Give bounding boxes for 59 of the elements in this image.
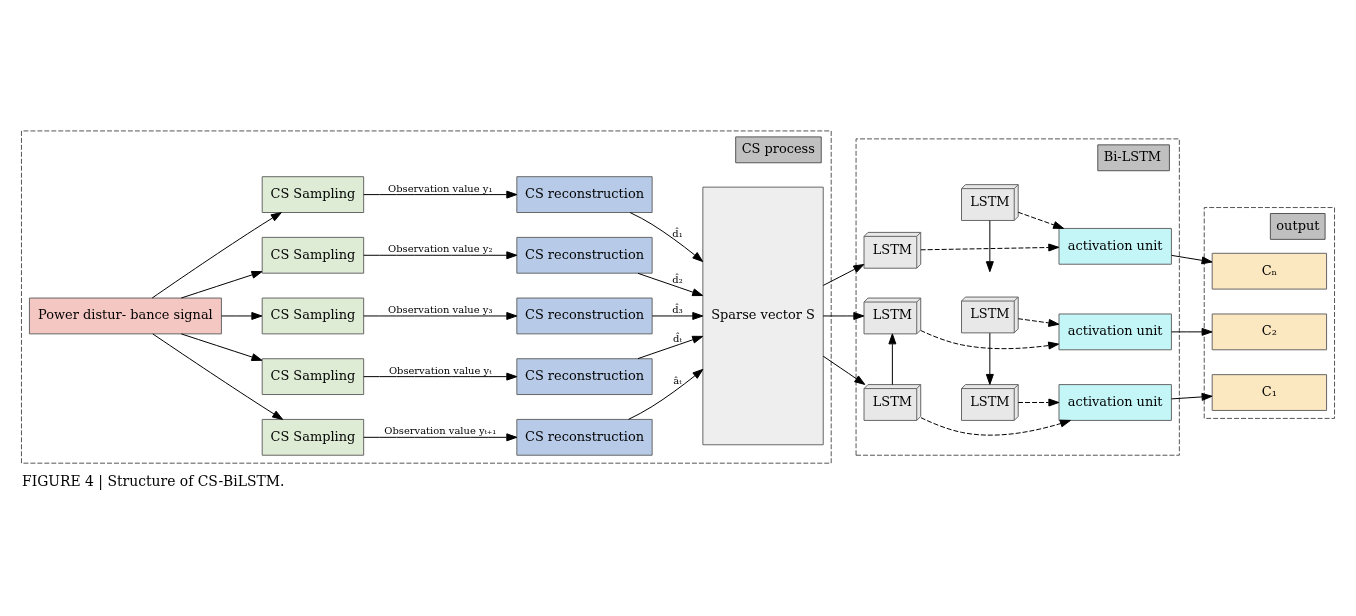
node-box: CS reconstruction: [516, 418, 653, 456]
node-box: CS Sampling: [261, 297, 365, 334]
arrow: [221, 311, 263, 320]
node-box: CS reconstruction: [516, 236, 653, 274]
arrow: [985, 219, 994, 272]
arrow: [920, 243, 1060, 251]
edge-label: d̂ₜ: [673, 332, 682, 344]
edge-label: Observation value yₜ: [388, 364, 492, 376]
node-box: activation unit: [1058, 227, 1172, 265]
arrow: [363, 190, 518, 199]
edge-label: Observation value yₜ₊₁: [384, 424, 497, 436]
arrow: [363, 372, 518, 381]
arrow: [822, 355, 866, 385]
edge-label: Observation value y₃: [388, 303, 493, 315]
arrow: [151, 211, 282, 298]
edge-label: Observation value y₂: [388, 242, 493, 254]
arrow: [822, 263, 865, 286]
edge-label: d̂₂: [672, 273, 683, 285]
arrow: [822, 311, 865, 320]
node-box: CS Sampling: [261, 236, 365, 274]
arrow: [888, 332, 897, 385]
arrow: [152, 332, 284, 420]
edge-label: âₜ: [673, 374, 682, 386]
arrow: [1017, 317, 1060, 327]
node-box: Sparse vector S: [702, 186, 824, 445]
node-box: Cₙ: [1211, 252, 1328, 290]
arrow: [628, 368, 704, 420]
arrow: [363, 250, 518, 259]
node-box: CS Sampling: [261, 175, 365, 213]
arrow: [1171, 392, 1213, 401]
node-box: CS reconstruction: [516, 297, 653, 334]
edge-label: Observation value y₁: [388, 182, 493, 194]
caption: FIGURE 4 | Structure of CS-BiLSTM.: [22, 472, 285, 489]
node-box: activation unit: [1058, 383, 1172, 421]
arrow: [1171, 327, 1213, 336]
node-box: CS Sampling: [261, 357, 365, 395]
arrow: [985, 332, 994, 385]
arrow: [637, 335, 704, 359]
node-box: activation unit: [1058, 312, 1172, 350]
node-box: CS Sampling: [261, 418, 365, 456]
arrow: [363, 432, 518, 441]
arrow: [1171, 254, 1213, 264]
node-box: C₁: [1211, 373, 1328, 411]
node-box: Power distur- bance signal: [28, 297, 222, 334]
edge-label: d̂₁: [672, 227, 683, 239]
arrow: [920, 416, 1071, 436]
arrow: [180, 332, 263, 361]
arrow: [180, 270, 263, 298]
arrow: [651, 311, 704, 320]
arrow: [637, 272, 704, 296]
arrow: [1017, 398, 1060, 406]
arrow: [363, 311, 518, 320]
arrow: [629, 211, 704, 262]
arrow: [1017, 211, 1065, 229]
node-box: CS reconstruction: [516, 175, 653, 213]
node-box: CS reconstruction: [516, 357, 653, 395]
node-box: C₂: [1211, 312, 1328, 350]
edge-label: d̂₃: [672, 303, 683, 315]
arrow: [920, 329, 1060, 349]
